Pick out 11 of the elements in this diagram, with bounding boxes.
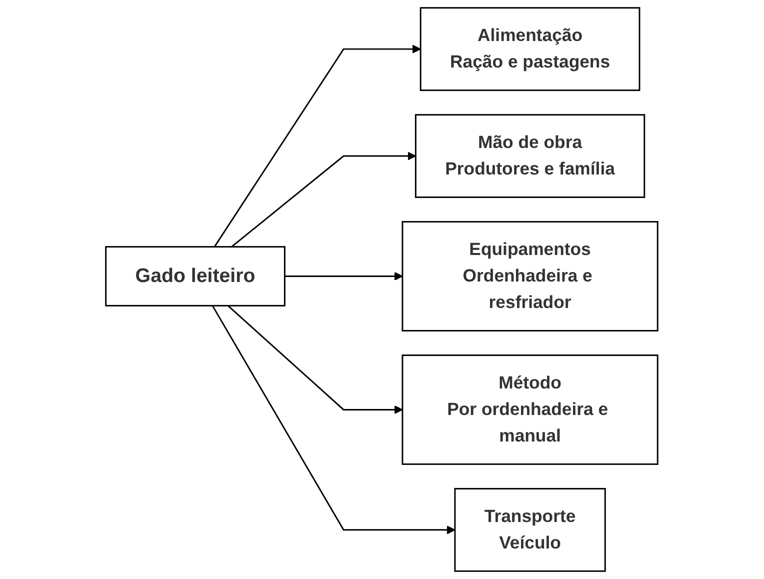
node-box: Mão de obra Produtores e família [415, 114, 646, 198]
arrow [214, 44, 422, 248]
arrow [284, 272, 404, 281]
node-box: Equipamentos Ordenhadeira e resfriador [402, 221, 659, 332]
node-box: Método Por ordenhadeira e manual [402, 354, 659, 465]
node-box: Alimentação Ração e pastagens [420, 7, 640, 92]
arrow [212, 305, 456, 534]
arrow [228, 305, 404, 414]
arrow [231, 152, 416, 248]
node-box: Transporte Veículo [454, 488, 606, 572]
node-box: Gado leiteiro [105, 246, 286, 306]
